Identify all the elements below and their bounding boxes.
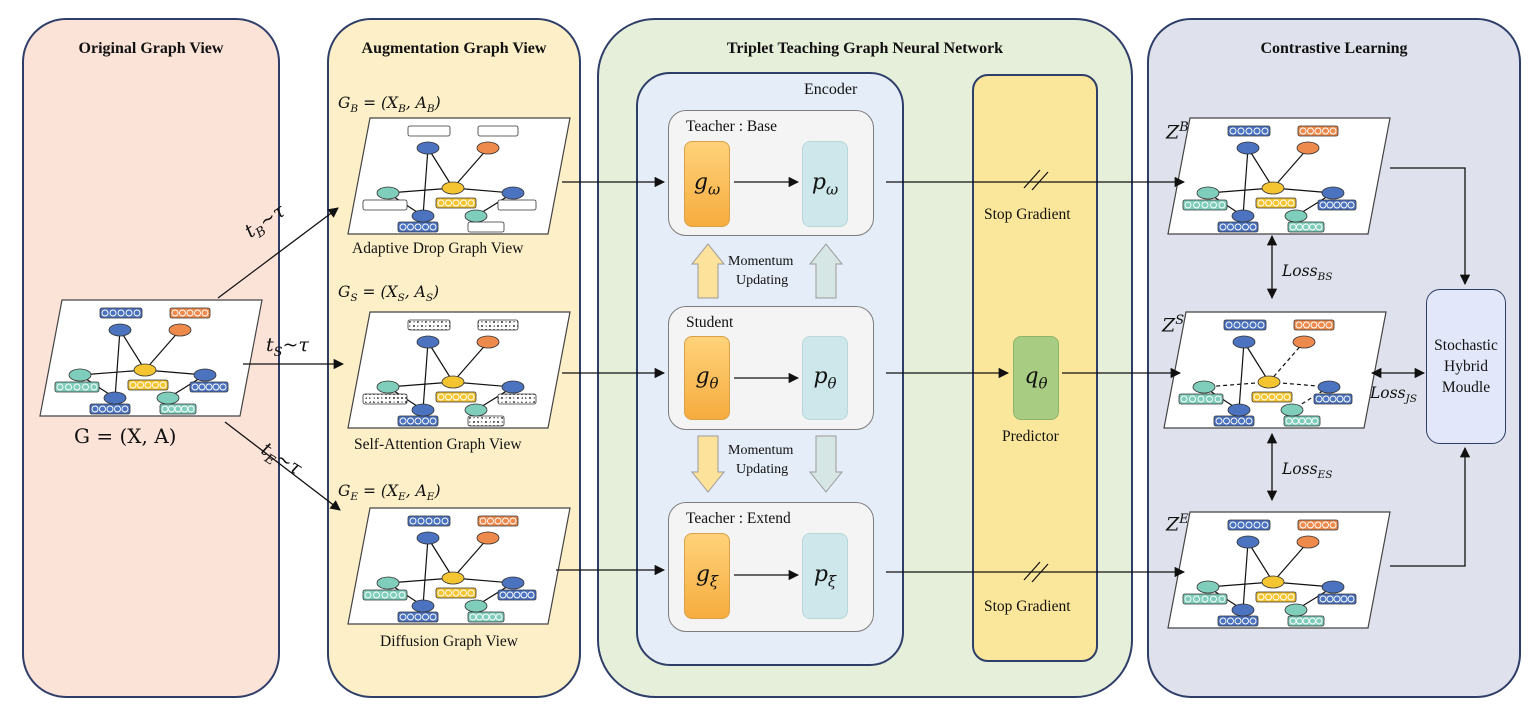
teacher-extend-g-symbol: gξ (695, 561, 719, 591)
loss-bs-label: LossBS (1282, 262, 1333, 284)
teacher-extend-encoder-tile: gξ (684, 533, 730, 619)
student-label: Student (686, 314, 734, 331)
teacher-base-g-symbol: gω (693, 169, 721, 199)
contrastive-learning-title: Contrastive Learning (1260, 40, 1408, 57)
aug-view-e-caption: Diffusion Graph View (380, 633, 518, 650)
aug-view-s-caption: Self-Attention Graph View (354, 436, 522, 453)
momentum-updating-top-line2: Updating (736, 273, 789, 288)
student-encoder-tile: gθ (684, 336, 730, 420)
z-b-label: ZB (1166, 120, 1189, 144)
stochastic-hybrid-module (1426, 289, 1506, 444)
stop-gradient-top-label: Stop Gradient (984, 206, 1071, 223)
hybrid-line2: Hybrid (1444, 358, 1488, 375)
momentum-updating-top-line1: Momentum (728, 254, 794, 269)
augmentation-graph-title: Augmentation Graph View (361, 40, 547, 57)
teacher-extend-label: Teacher : Extend (686, 510, 791, 527)
student-p-symbol: pθ (813, 363, 837, 393)
predictor-label: Predictor (1002, 428, 1059, 445)
augmentation-graph-panel (327, 18, 581, 698)
original-graph-title: Original Graph View (78, 40, 224, 57)
z-e-label: ZE (1166, 512, 1189, 536)
aug-view-e-math: GE = (XE, AE) (338, 482, 441, 504)
loss-js-label: LossJS (1370, 384, 1417, 406)
momentum-updating-bottom-line1: Momentum (728, 443, 794, 458)
transform-s-label: tS~τ (266, 334, 309, 360)
z-s-label: ZS (1162, 313, 1185, 337)
aug-view-b-math: GB = (XB, AB) (338, 94, 441, 116)
aug-view-s-math: GS = (XS, AS) (338, 283, 440, 305)
teacher-extend-p-symbol: pξ (813, 561, 837, 591)
teacher-base-p-symbol: pω (811, 169, 839, 199)
encoder-label: Encoder (804, 81, 858, 98)
original-graph-panel (22, 18, 280, 698)
aug-view-b-caption: Adaptive Drop Graph View (352, 240, 524, 257)
momentum-updating-bottom-line2: Updating (736, 462, 789, 477)
loss-es-label: LossES (1282, 460, 1333, 482)
stop-gradient-bottom-label: Stop Gradient (984, 598, 1071, 615)
hybrid-line1: Stochastic (1434, 337, 1498, 354)
teacher-extend-projector-tile: pξ (802, 533, 848, 619)
teacher-base-label: Teacher : Base (686, 118, 778, 135)
teacher-base-projector-tile: pω (802, 141, 848, 227)
predictor-tile: qθ (1013, 336, 1059, 420)
student-g-symbol: gθ (695, 363, 719, 393)
original-graph-label: G = (X, A) (74, 424, 177, 448)
teacher-base-encoder-tile: gω (684, 141, 730, 227)
triplet-teaching-title: Triplet Teaching Graph Neural Network (726, 40, 1004, 57)
hybrid-line3: Moudle (1441, 379, 1491, 396)
predictor-q-symbol: qθ (1024, 363, 1048, 393)
student-projector-tile: pθ (802, 336, 848, 420)
